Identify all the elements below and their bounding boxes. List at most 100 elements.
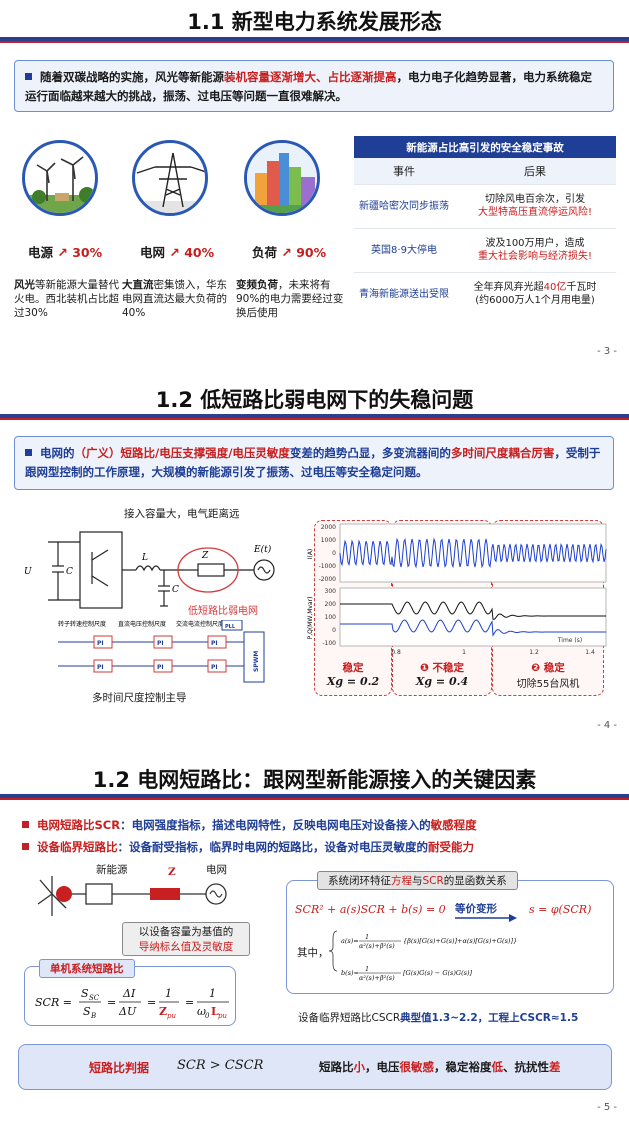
characteristic-equation-box: 系统闭环特征方程与SCR的显函数关系 SCR² + a(s)SCR + b(s)… <box>286 871 614 994</box>
page-number: - 4 - <box>597 720 617 731</box>
svg-text:s = φ(SCR): s = φ(SCR) <box>529 903 591 916</box>
desc-power-source: 风光等新能源大量替代火电。西北装机占比超过30% <box>14 279 119 319</box>
svg-text:α²(s)+β²(s): α²(s)+β²(s) <box>359 942 395 950</box>
svg-text:B: B <box>90 1012 96 1020</box>
svg-text:=: = <box>147 996 156 1009</box>
svg-text:P,Q(MW,Mvar): P,Q(MW,Mvar) <box>307 597 314 640</box>
base-value-note: 以设备容量为基值的 导纳标幺值及灵敏度 <box>122 922 250 956</box>
equivalent-transform-label: 等价变形 <box>455 903 497 915</box>
svg-text:1.4: 1.4 <box>585 649 595 656</box>
incident-table: 新能源占比高引发的安全稳定事故 事件 后果 新疆哈密次同步振荡 切除风电百余次，… <box>354 136 616 316</box>
single-machine-title: 单机系统短路比 <box>39 959 135 978</box>
svg-text:PI: PI <box>97 640 104 647</box>
title-rule <box>0 794 629 798</box>
svg-text:C: C <box>66 567 73 577</box>
table-row: 青海新能源送出受限 全年弃风弃光超40亿千瓦时(约6000万人1个月用电量) <box>354 271 616 316</box>
title-rule-red <box>0 418 629 420</box>
svg-text:1: 1 <box>365 965 369 973</box>
svg-text:-100: -100 <box>322 640 336 647</box>
title-rule <box>0 414 629 418</box>
svg-text:ΔU: ΔU <box>118 1005 137 1018</box>
svg-text:I(A): I(A) <box>307 549 314 560</box>
page-number: - 3 - <box>597 346 617 357</box>
svg-text:=: = <box>107 996 116 1009</box>
svg-text:SPWM: SPWM <box>253 651 260 672</box>
grid-label: 电网 <box>206 864 227 876</box>
segment-label-stable: 稳定 Xg = 0.2 <box>326 662 380 688</box>
svg-text:b(s)=: b(s)= <box>341 969 359 977</box>
svg-text:200: 200 <box>325 601 337 608</box>
svg-text:=: = <box>185 996 194 1009</box>
svg-text:SC: SC <box>89 994 100 1002</box>
svg-text:{β(s)[G(s)+G(s)]+α(s)[G(s)+G(s: {β(s)[G(s)+G(s)]+α(s)[G(s)+G(s)]} <box>403 937 517 945</box>
svg-text:PI: PI <box>157 664 164 671</box>
cscr-definition: 设备临界短路比：设备耐受指标，临界时电网的短路比，设备对电压灵敏度的耐受能力 <box>22 836 477 858</box>
svg-text:PI: PI <box>97 664 104 671</box>
scr-definition: 电网短路比SCR：电网强度指标，描述电网特性，反映电网电压对设备接入的敏感程度 <box>22 814 477 836</box>
svg-text:PI: PI <box>211 640 218 647</box>
svg-text:L: L <box>141 553 148 563</box>
page-number: - 5 - <box>597 1102 617 1113</box>
svg-text:E(t): E(t) <box>253 544 272 555</box>
svg-text:Z: Z <box>159 1005 167 1018</box>
active-power-waveform <box>340 601 606 620</box>
where-label: 其中， <box>297 947 329 959</box>
stat-load: 负荷 ↗ 90% <box>252 245 327 260</box>
impedance-label: Z <box>168 866 176 878</box>
svg-text:a(s)=: a(s)= <box>341 937 359 945</box>
reactive-power-waveform <box>340 619 606 637</box>
stat-power-source: 电源 ↗ 30% <box>28 245 103 260</box>
bullet-square-icon <box>25 73 32 80</box>
svg-text:PI: PI <box>211 664 218 671</box>
svg-text:pu: pu <box>218 1012 227 1020</box>
svg-text:300: 300 <box>325 588 337 595</box>
svg-text:pu: pu <box>167 1012 176 1020</box>
svg-text:SCR =: SCR = <box>35 996 72 1009</box>
col-header-result: 后果 <box>454 158 616 184</box>
bullet-square-icon <box>25 449 32 456</box>
svg-text:2000: 2000 <box>321 524 336 531</box>
svg-text:ΔI: ΔI <box>122 987 136 1000</box>
svg-text:Z: Z <box>201 551 209 561</box>
svg-text:0: 0 <box>332 550 336 557</box>
renewable-label: 新能源 <box>96 864 128 876</box>
svg-text:PLL: PLL <box>225 624 236 630</box>
intro-bullet: 随着双碳战略的实施，风光等新能源装机容量逐渐增大、占比逐渐提高，电力电子化趋势显… <box>14 60 614 112</box>
weak-grid-bullet: 电网的（广义）短路比/电压支撑强度/电压灵敏度变差的趋势凸显，多变流器间的多时间… <box>14 436 614 490</box>
control-caption: 多时间尺度控制主导 <box>92 692 187 704</box>
svg-text:SCR² + a(s)SCR + b(s) = 0: SCR² + a(s)SCR + b(s) = 0 <box>295 903 446 916</box>
renewable-grid-connection-diagram <box>37 876 227 916</box>
svg-text:1000: 1000 <box>321 537 336 544</box>
slide-3: 1.1 新型电力系统发展形态 随着双碳战略的实施，风光等新能源装机容量逐渐增大、… <box>0 0 629 368</box>
desc-load: 变频负荷，未来将有90%的电力需要经过变换后使用 <box>236 279 344 319</box>
criterion-description: 短路比小，电压很敏感，稳定裕度低、抗扰性差 <box>319 1060 561 1074</box>
svg-text:C: C <box>172 585 179 595</box>
circuit-caption: 接入容量大，电气距离远 <box>124 508 240 520</box>
closed-loop-equations: SCR² + a(s)SCR + b(s) = 0 s = φ(SCR) a(s… <box>295 903 591 982</box>
svg-text:1: 1 <box>209 987 216 1000</box>
svg-text:-2000: -2000 <box>319 576 337 583</box>
slide-5: 1.2 电网短路比：跟网型新能源接入的关键因素 电网短路比SCR：电网强度指标，… <box>0 750 629 1122</box>
current-waveform <box>339 537 607 569</box>
svg-text:S: S <box>81 987 89 1000</box>
criterion-label: 短路比判据 <box>89 1061 150 1075</box>
definition-bullets: 电网短路比SCR：电网强度指标，描述电网特性，反映电网电压对设备接入的敏感程度 … <box>22 814 477 858</box>
title-rule-red <box>0 41 629 43</box>
svg-text:0.8: 0.8 <box>391 649 401 656</box>
criterion-expression: SCR > CSCR <box>177 1058 264 1073</box>
svg-text:1: 1 <box>365 933 369 941</box>
slide-4: 1.2 低短路比弱电网下的失稳问题 电网的（广义）短路比/电压支撑强度/电压灵敏… <box>0 372 629 740</box>
svg-text:交流电流控制尺度: 交流电流控制尺度 <box>176 620 224 628</box>
critical-scr-note: 设备临界短路比CSCR典型值1.3~2.2，工程上CSCR≈1.5 <box>298 1012 579 1024</box>
title-rule-red <box>0 798 629 800</box>
svg-text:0: 0 <box>332 627 336 634</box>
converter-circuit-diagram: U C L C Z E(t) 低短路比弱电网 <box>24 531 275 617</box>
svg-text:S: S <box>83 1005 91 1018</box>
svg-text:1.2: 1.2 <box>529 649 539 656</box>
svg-text:100: 100 <box>325 614 337 621</box>
desc-grid: 大直流密集馈入，华东电网直流达最大负荷的40% <box>122 279 227 319</box>
svg-text:L: L <box>211 1005 219 1018</box>
